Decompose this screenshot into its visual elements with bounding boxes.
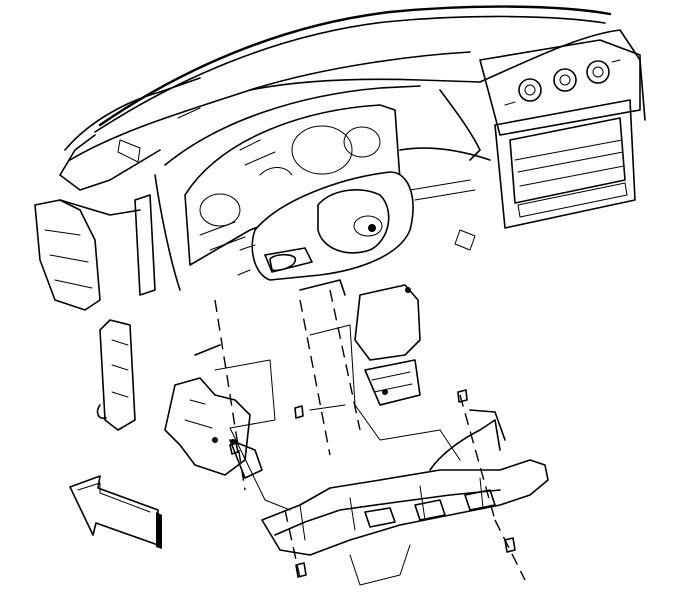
steering-column xyxy=(237,171,414,296)
alignment-lines xyxy=(214,289,526,581)
front-direction-arrow xyxy=(69,475,162,549)
instrument-panel-top-cover xyxy=(59,5,646,296)
radio-opening xyxy=(399,89,636,251)
knee-bolster-reinforcement xyxy=(261,409,549,556)
assembly-outline xyxy=(214,324,461,586)
knee-bolster-bracket-right xyxy=(354,284,421,406)
fasteners xyxy=(229,389,516,578)
knee-bolster-bracket-left xyxy=(164,344,263,479)
hvac-control-head xyxy=(479,39,641,136)
instrument-panel-left-end xyxy=(34,199,141,431)
